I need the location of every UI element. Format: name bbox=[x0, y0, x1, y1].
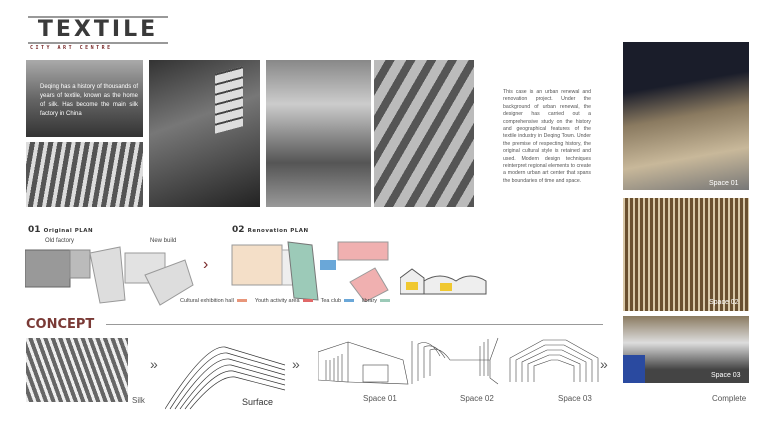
page-subtitle: CITY ART CENTRE bbox=[30, 45, 113, 51]
silk-photo bbox=[26, 338, 128, 402]
page-title: TEXTILE bbox=[28, 16, 168, 44]
chevron-right-icon: » bbox=[292, 356, 300, 372]
space-03-label: Space 03 bbox=[711, 372, 741, 379]
space-01-photo bbox=[623, 42, 749, 190]
original-plan-drawing bbox=[25, 246, 194, 306]
chevron-right-icon: » bbox=[150, 356, 158, 372]
arrow-icon: › bbox=[203, 256, 209, 273]
intro-caption: Deqing has a history of thousands of yea… bbox=[40, 84, 138, 117]
legend-item: Tea club bbox=[321, 298, 355, 304]
new-build-annotation: New build bbox=[150, 238, 177, 244]
surface-drawing bbox=[165, 346, 286, 410]
step-silk-label: Silk bbox=[132, 396, 145, 405]
step-space-02-label: Space 02 bbox=[460, 394, 494, 403]
renovation-plan-heading: 02 Renovation PLAN bbox=[232, 225, 309, 235]
space-03-photo bbox=[623, 316, 749, 383]
legend-item: Youth activity area bbox=[255, 298, 313, 304]
space-01-label: Space 01 bbox=[709, 180, 739, 187]
step-complete-label: Complete bbox=[712, 394, 747, 403]
screen-wall bbox=[623, 355, 645, 383]
factory-photo bbox=[26, 60, 143, 137]
elevation-drawing bbox=[400, 268, 487, 295]
legend-item: library bbox=[362, 298, 391, 304]
renovation-plan-drawing bbox=[231, 241, 389, 302]
window-photo bbox=[149, 60, 260, 207]
spools-photo bbox=[26, 142, 143, 207]
space-01-drawing bbox=[318, 341, 409, 385]
chevron-right-icon: » bbox=[600, 356, 608, 372]
old-factory-annotation: Old factory bbox=[45, 238, 75, 244]
factory-interior-photo bbox=[266, 60, 371, 207]
concept-heading: CONCEPT bbox=[26, 317, 95, 332]
step-space-01-label: Space 01 bbox=[363, 394, 397, 403]
space-03-drawing bbox=[509, 339, 599, 382]
step-space-03-label: Space 03 bbox=[558, 394, 592, 403]
space-02-label: Space 02 bbox=[709, 299, 739, 306]
roof-trusses-photo bbox=[374, 60, 474, 207]
project-description: This case is an urban renewal and renova… bbox=[503, 89, 591, 184]
divider bbox=[106, 324, 603, 325]
window-photo-frame bbox=[215, 66, 243, 134]
plan-legend: Cultural exhibition hall Youth activity … bbox=[180, 298, 391, 304]
step-surface-label: Surface bbox=[242, 397, 274, 407]
original-plan-heading: 01 Original PLAN bbox=[28, 225, 94, 235]
space-02-drawing bbox=[411, 337, 499, 385]
space-02-photo bbox=[623, 198, 749, 311]
legend-item: Cultural exhibition hall bbox=[180, 298, 247, 304]
